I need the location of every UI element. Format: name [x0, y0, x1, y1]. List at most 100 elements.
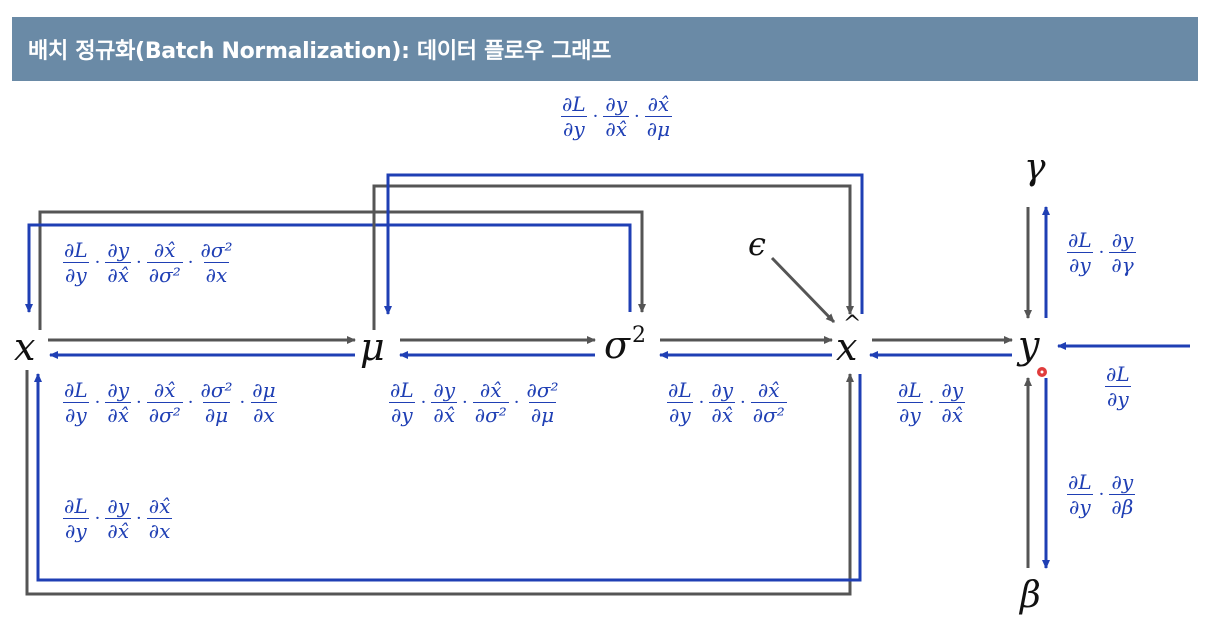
- partial-fraction: ∂x̂∂σ²: [146, 378, 183, 427]
- page-title: 배치 정규화(Batch Normalization): 데이터 플로우 그래프: [28, 39, 612, 64]
- fraction-numerator: ∂y: [711, 378, 733, 402]
- fraction-denominator: ∂y: [62, 518, 89, 543]
- fraction-numerator: ∂L: [64, 494, 88, 518]
- fraction-denominator: ∂y: [560, 116, 587, 141]
- gradient-xhat-to-sigma: ∂L∂y·∂y∂x̂·∂x̂∂σ²: [664, 378, 789, 427]
- multiply-dot: ·: [239, 392, 246, 413]
- fraction-denominator: ∂x̂: [603, 116, 629, 141]
- partial-fraction: ∂L∂y: [62, 238, 90, 287]
- multiply-dot: ·: [136, 508, 142, 529]
- forward-loop-mu-xhat: [372, 184, 854, 330]
- fraction-denominator: ∂x̂: [431, 402, 457, 427]
- partial-fraction: ∂L∂y: [560, 92, 588, 141]
- fraction-denominator: ∂σ²: [750, 402, 787, 427]
- partial-fraction: ∂y∂x̂: [431, 378, 457, 427]
- multiply-dot: ·: [592, 106, 599, 127]
- fraction-denominator: ∂μ: [644, 116, 673, 141]
- node-mu-label: μ: [360, 325, 385, 369]
- fraction-numerator: ∂y: [1111, 228, 1134, 252]
- partial-fraction: ∂L∂y: [62, 494, 90, 543]
- partial-fraction: ∂y∂γ: [1109, 228, 1136, 277]
- partial-fraction: ∂σ²∂μ: [524, 378, 560, 427]
- fraction-numerator: ∂σ²: [200, 378, 233, 402]
- fraction-numerator: ∂y: [107, 238, 129, 262]
- multiply-dot: ·: [94, 508, 101, 529]
- gradient-beta: ∂L∂y·∂y ∂β: [1064, 470, 1137, 519]
- partial-fraction: ∂y∂x̂: [105, 378, 131, 427]
- forward-loop-x-sigma: [38, 210, 646, 330]
- node-sigma-exponent: 2: [631, 323, 646, 348]
- fraction-numerator: ∂L: [1106, 362, 1130, 386]
- gradient-xhat-to-x: ∂L∂y·∂y∂x̂·∂x̂∂x: [60, 494, 174, 543]
- partial-fraction: ∂y∂x̂: [939, 378, 965, 427]
- node-mu: μ: [360, 328, 385, 366]
- fraction-denominator: ∂x: [203, 262, 230, 287]
- multiply-dot: ·: [187, 252, 194, 273]
- partial-fraction: ∂y∂x̂: [709, 378, 735, 427]
- partial-fraction: ∂x̂∂σ²: [750, 378, 787, 427]
- partial-fraction: ∂L∂y: [666, 378, 694, 427]
- partial-fraction: ∂y∂x̂: [105, 494, 131, 543]
- fraction-denominator: ∂y: [388, 402, 415, 427]
- fraction-denominator: ∂y: [1066, 252, 1093, 277]
- node-x-hat: x: [836, 314, 862, 366]
- node-gamma: γ: [1024, 150, 1046, 186]
- fraction-denominator: ∂β: [1109, 494, 1136, 519]
- multiply-dot: ·: [94, 392, 101, 413]
- node-sigma-squared: σ2: [604, 323, 646, 367]
- fraction-denominator: ∂μ: [528, 402, 557, 427]
- fraction-numerator: ∂y: [605, 92, 627, 116]
- multiply-dot: ·: [462, 392, 468, 413]
- fraction-denominator: ∂y: [1104, 386, 1131, 411]
- node-x: x: [14, 328, 35, 366]
- epsilon-arrow: [770, 256, 836, 324]
- fraction-numerator: ∂x̂: [647, 92, 670, 116]
- fraction-numerator: ∂L: [668, 378, 692, 402]
- partial-fraction: ∂L∂y: [62, 378, 90, 427]
- partial-fraction: ∂L∂y: [388, 378, 416, 427]
- multiply-dot: ·: [187, 392, 194, 413]
- fraction-denominator: ∂x: [146, 518, 173, 543]
- fraction-denominator: ∂y: [1066, 494, 1093, 519]
- fraction-denominator: ∂y: [62, 402, 89, 427]
- fraction-denominator: ∂x̂: [105, 402, 131, 427]
- partial-fraction: ∂x̂∂μ: [644, 92, 673, 141]
- fraction-denominator: ∂x̂: [105, 262, 131, 287]
- node-x-label: x: [14, 325, 36, 369]
- fraction-denominator: ∂x̂: [939, 402, 965, 427]
- fraction-numerator: ∂μ: [252, 378, 276, 402]
- backward-loop-sigma-x: [25, 223, 632, 313]
- multiply-dot: ·: [1098, 484, 1105, 505]
- partial-fraction: ∂σ²∂x: [198, 238, 234, 287]
- gradient-top-mu: ∂L∂y·∂y∂x̂·∂x̂∂μ: [558, 92, 674, 141]
- forward-loop-x-xhat: [25, 370, 854, 596]
- fraction-numerator: ∂L: [562, 92, 586, 116]
- multiply-dot: ·: [1098, 242, 1105, 263]
- multiply-dot: ·: [928, 392, 935, 413]
- partial-fraction: ∂L∂y: [1066, 470, 1094, 519]
- fraction-numerator: ∂L: [1068, 228, 1092, 252]
- fraction-denominator: ∂σ²: [472, 402, 509, 427]
- multiply-dot: ·: [513, 392, 520, 413]
- multiply-dot: ·: [634, 106, 640, 127]
- fraction-denominator: ∂y: [666, 402, 693, 427]
- fraction-denominator: ∂x̂: [709, 402, 735, 427]
- node-beta: β: [1020, 578, 1041, 614]
- node-x-hat-label: x: [836, 314, 862, 366]
- multiply-dot: ·: [136, 392, 142, 413]
- multiply-dot: ·: [420, 392, 427, 413]
- fraction-numerator: ∂x̂: [479, 378, 502, 402]
- node-sigma-label: σ: [604, 323, 630, 367]
- gradient-sigma-to-x: ∂L∂y·∂y∂x̂·∂x̂∂σ²·∂σ²∂x: [60, 238, 237, 287]
- partial-fraction: ∂L∂y: [1104, 362, 1132, 411]
- partial-fraction: ∂L∂y: [1066, 228, 1094, 277]
- title-bar: 배치 정규화(Batch Normalization): 데이터 플로우 그래프: [12, 17, 1198, 81]
- multiply-dot: ·: [94, 252, 101, 273]
- node-epsilon-label: ϵ: [748, 225, 766, 263]
- fraction-numerator: ∂x̂: [153, 238, 176, 262]
- fraction-numerator: ∂L: [64, 378, 88, 402]
- fraction-denominator: ∂σ²: [146, 402, 183, 427]
- fraction-denominator: ∂σ²: [146, 262, 183, 287]
- fraction-numerator: ∂σ²: [200, 238, 233, 262]
